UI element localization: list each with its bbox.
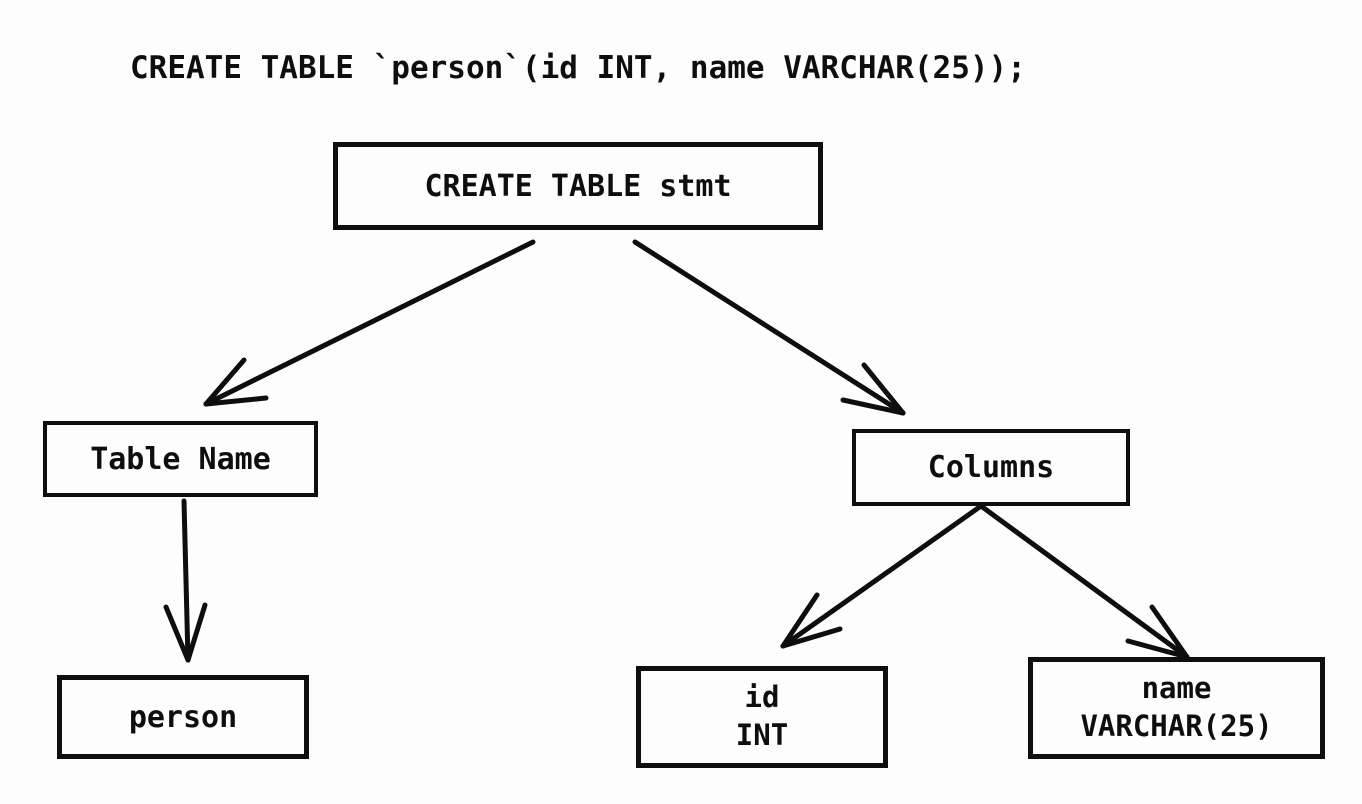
node-id-int-type: INT [735, 718, 789, 752]
node-person-label: person [128, 699, 238, 735]
edge-columns-to-id [780, 503, 984, 649]
node-person: person [57, 675, 309, 759]
node-table-name-label: Table Name [90, 441, 271, 477]
node-id-int: id INT [636, 666, 888, 768]
edge-stmt-to-table-name [203, 239, 536, 407]
node-columns: Columns [852, 429, 1130, 506]
node-name-varchar-type: VARCHAR(25) [1080, 709, 1273, 743]
node-name-varchar: name VARCHAR(25) [1028, 657, 1325, 759]
edge-stmt-to-columns [632, 239, 906, 416]
node-columns-label: Columns [927, 450, 1055, 485]
node-table-name: Table Name [43, 421, 318, 497]
node-id-int-name: id [744, 680, 780, 715]
edge-table-name-to-person [163, 498, 208, 663]
edge-columns-to-name [978, 503, 1190, 660]
node-create-table-stmt-label: CREATE TABLE stmt [424, 168, 732, 204]
sql-statement-text: CREATE TABLE `person`(id INT, name VARCH… [130, 50, 1026, 86]
node-name-varchar-name: name [1141, 671, 1212, 706]
node-create-table-stmt: CREATE TABLE stmt [333, 142, 823, 230]
